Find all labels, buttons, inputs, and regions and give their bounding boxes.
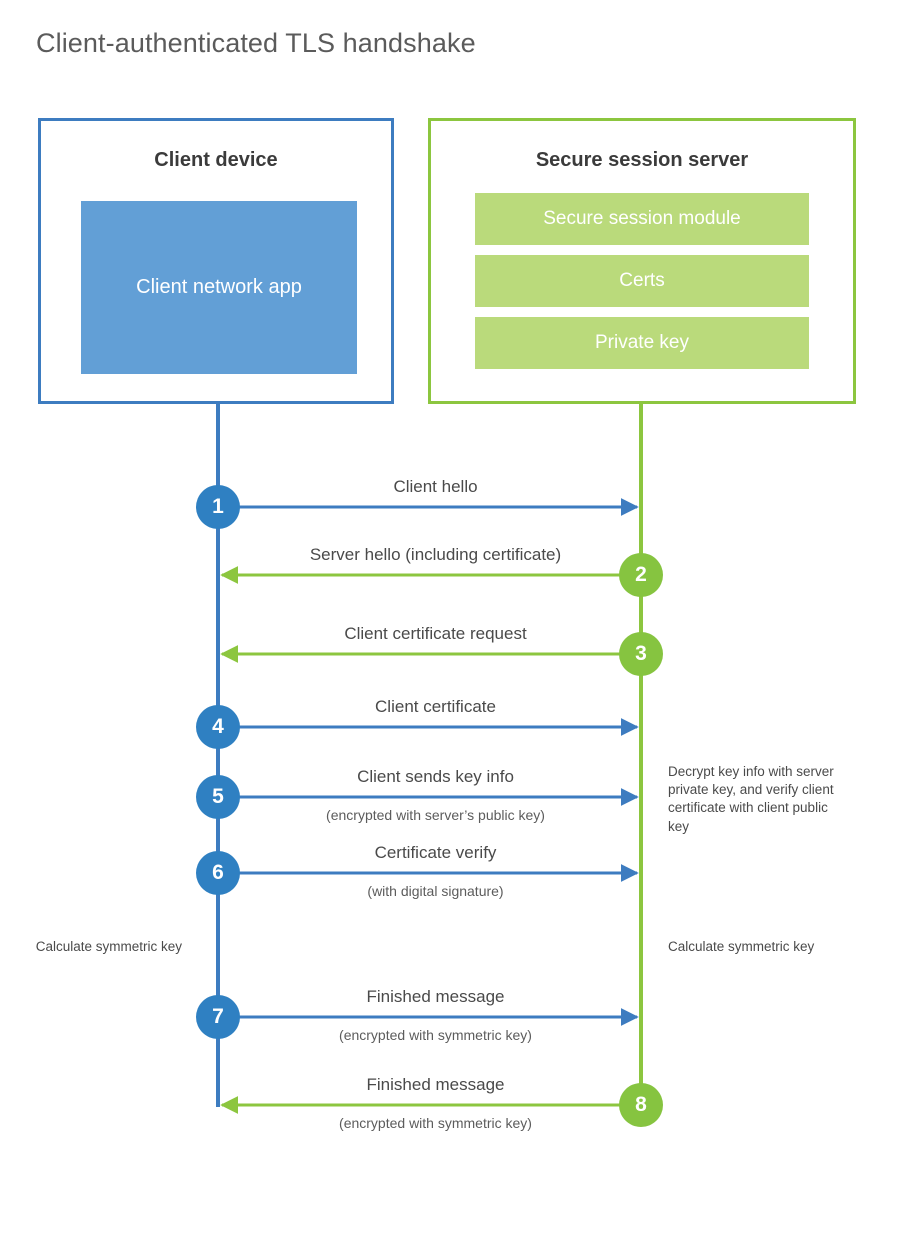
secure-session-server-title: Secure session server [535, 149, 749, 171]
server-decrypt-note: Decrypt key info with server private key… [668, 764, 834, 834]
message-sublabel-8: (encrypted with symmetric key) [339, 1115, 532, 1131]
message-label-5: Client sends key info [357, 767, 514, 786]
server-component-certs: Certs [475, 255, 809, 307]
step-number: 5 [212, 785, 224, 808]
message-sublabel-6: (with digital signature) [367, 883, 504, 899]
message-label-6: Certificate verify [374, 843, 497, 862]
step-number: 3 [635, 642, 647, 665]
client-network-app-block: Client network app [81, 201, 357, 374]
page-title: Client-authenticated TLS handshake [36, 28, 476, 58]
message-label-3: Client certificate request [344, 624, 527, 643]
step-number: 7 [212, 1005, 224, 1028]
step-badge-3[interactable]: 3 [619, 632, 663, 676]
step-number: 2 [635, 563, 647, 586]
step-number: 8 [635, 1093, 647, 1116]
step-number: 4 [212, 715, 224, 738]
step-badge-2[interactable]: 2 [619, 553, 663, 597]
message-label-8: Finished message [366, 1075, 505, 1094]
step-number: 6 [212, 861, 224, 884]
message-sublabel-7: (encrypted with symmetric key) [339, 1027, 532, 1043]
message-label-2: Server hello (including certificate) [309, 545, 562, 564]
message-label-7: Finished message [366, 987, 505, 1006]
server-component-secure-session-module: Secure session module [475, 193, 809, 245]
secure-session-server-box: Secure session server Secure session mod… [428, 118, 856, 404]
step-badge-1[interactable]: 1 [196, 485, 240, 529]
server-component-list: Secure session module Certs Private key [475, 193, 809, 369]
server-component-private-key: Private key [475, 317, 809, 369]
step-number: 1 [212, 495, 224, 518]
server-calc-note: Calculate symmetric key [668, 939, 815, 954]
client-calc-note: Calculate symmetric key [35, 939, 182, 954]
step-badge-8[interactable]: 8 [619, 1083, 663, 1127]
message-label-1: Client hello [393, 477, 478, 496]
message-sublabel-5: (encrypted with server’s public key) [326, 807, 545, 823]
message-label-4: Client certificate [375, 697, 496, 716]
step-badge-4[interactable]: 4 [196, 705, 240, 749]
client-device-title: Client device [154, 149, 278, 171]
client-device-box: Client device Client network app [38, 118, 394, 404]
step-badge-6[interactable]: 6 [196, 851, 240, 895]
step-badge-5[interactable]: 5 [196, 775, 240, 819]
step-badge-7[interactable]: 7 [196, 995, 240, 1039]
